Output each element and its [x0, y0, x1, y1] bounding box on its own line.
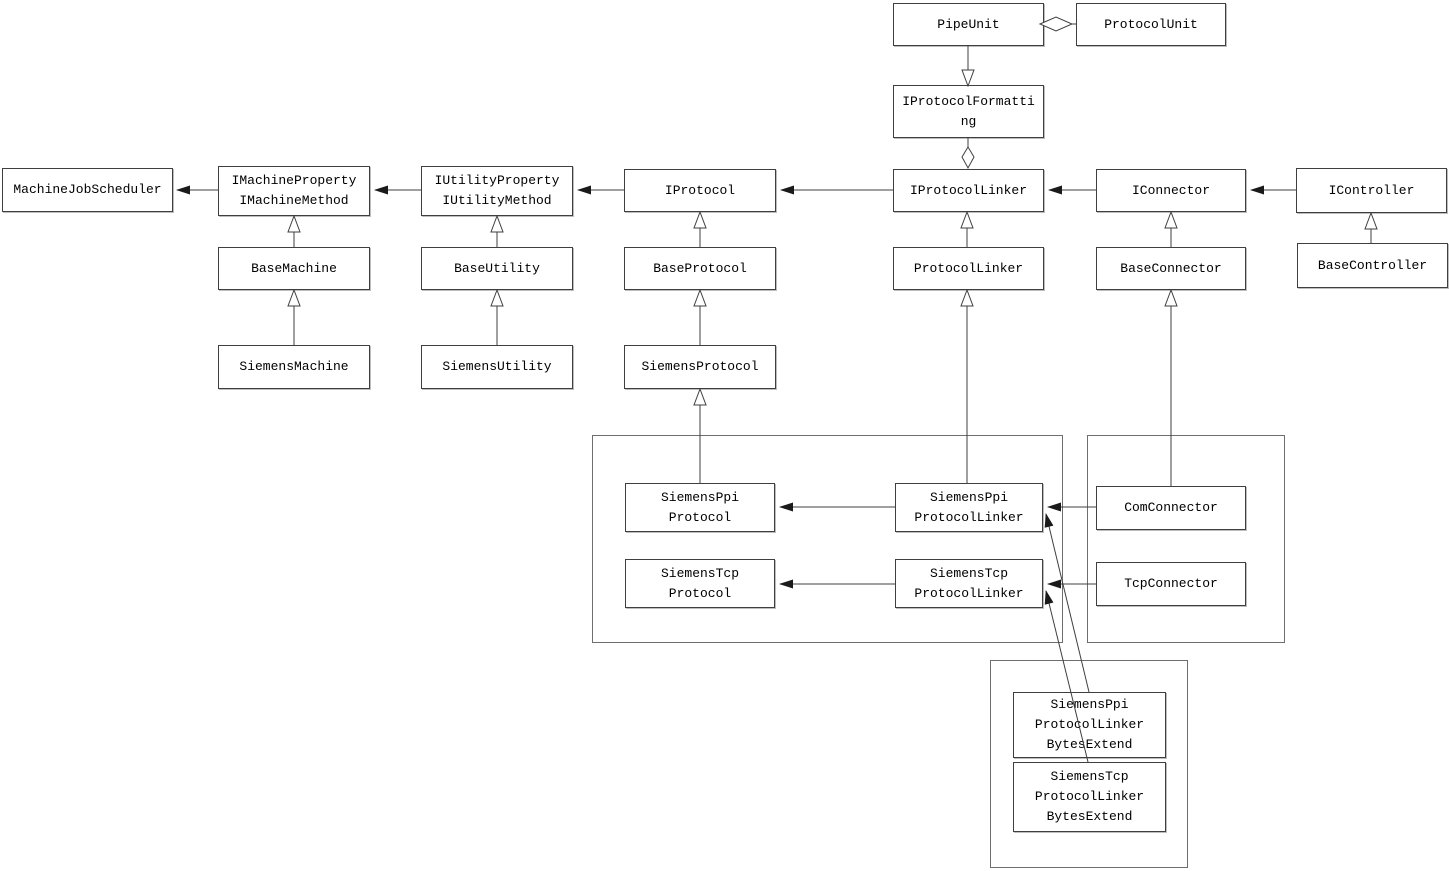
class-pipe-unit: PipeUnit: [893, 3, 1044, 46]
class-machine-job-scheduler: MachineJobScheduler: [2, 168, 173, 212]
class-siemens-ppi-protocol: SiemensPpi Protocol: [625, 483, 775, 532]
class-iconnector: IConnector: [1096, 169, 1246, 212]
class-tcp-connector: TcpConnector: [1096, 562, 1246, 606]
class-icontroller: IController: [1296, 168, 1447, 213]
class-siemens-tcp-protocol-linker-bytes-extend: SiemensTcp ProtocolLinker BytesExtend: [1013, 762, 1166, 832]
class-protocol-linker: ProtocolLinker: [893, 247, 1044, 290]
class-siemens-utility: SiemensUtility: [421, 345, 573, 389]
class-siemens-protocol: SiemensProtocol: [624, 345, 776, 389]
class-siemens-tcp-protocol-linker: SiemensTcp ProtocolLinker: [895, 559, 1043, 608]
class-siemens-ppi-protocol-linker: SiemensPpi ProtocolLinker: [895, 483, 1043, 532]
class-base-protocol: BaseProtocol: [624, 247, 776, 290]
class-siemens-machine: SiemensMachine: [218, 345, 370, 389]
class-iprotocol-linker: IProtocolLinker: [893, 169, 1044, 212]
class-siemens-tcp-protocol: SiemensTcp Protocol: [625, 559, 775, 608]
class-protocol-unit: ProtocolUnit: [1076, 3, 1226, 46]
aggregation-diamond-iprotocollinker: [961, 146, 975, 170]
class-base-controller: BaseController: [1297, 243, 1448, 288]
class-base-connector: BaseConnector: [1096, 247, 1246, 290]
class-siemens-ppi-protocol-linker-bytes-extend: SiemensPpi ProtocolLinker BytesExtend: [1013, 692, 1166, 758]
class-iutility-property-method: IUtilityProperty IUtilityMethod: [421, 166, 573, 216]
class-base-machine: BaseMachine: [218, 247, 370, 290]
group-connectors: [1087, 435, 1285, 643]
class-iprotocol-formatting: IProtocolFormatti ng: [893, 85, 1044, 138]
class-imachine-property-method: IMachineProperty IMachineMethod: [218, 166, 370, 216]
class-iprotocol: IProtocol: [624, 169, 776, 212]
class-com-connector: ComConnector: [1096, 486, 1246, 530]
class-base-utility: BaseUtility: [421, 247, 573, 290]
group-siemens-protocol-linkers: [592, 435, 1063, 643]
aggregation-diamond-pipeunit: [1038, 16, 1074, 32]
